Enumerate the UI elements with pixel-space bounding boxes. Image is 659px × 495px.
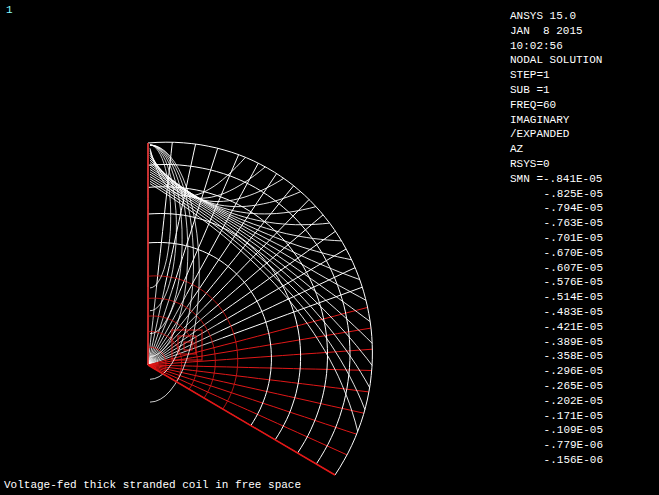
plot-info: NODAL SOLUTION (510, 54, 602, 67)
contour-value: -.794E-05 (510, 202, 603, 215)
contour-value: -.202E-05 (510, 395, 603, 408)
boundary-line (148, 365, 335, 475)
plot-info: SUB =1 (510, 84, 550, 97)
mesh-line (148, 365, 335, 475)
mesh-line (148, 142, 372, 475)
mesh-line (148, 318, 214, 365)
plot-info: /EXPANDED (510, 128, 569, 141)
contour-value: -.670E-05 (510, 247, 603, 260)
mesh-line (148, 332, 182, 382)
flux-contour (150, 172, 370, 322)
contour-value: -.576E-05 (510, 276, 603, 289)
plot-info: JAN 8 2015 (510, 25, 583, 38)
mesh-line (148, 298, 215, 398)
mesh-line (148, 243, 271, 426)
flux-contour (150, 145, 176, 311)
plot-info: FREQ=60 (510, 99, 556, 112)
contour-value: -.763E-05 (510, 217, 603, 230)
contour-value: -.389E-05 (510, 336, 603, 349)
mesh-line (223, 287, 362, 338)
flux-contour (150, 151, 265, 199)
contour-value: -.171E-05 (510, 410, 603, 423)
plot-caption: Voltage-fed thick stranded coil in free … (4, 479, 301, 492)
mesh-line (148, 276, 238, 409)
contour-value: -.421E-05 (510, 321, 603, 334)
contour-value: -.779E-06 (510, 439, 603, 452)
contour-value: -.514E-05 (510, 291, 603, 304)
flux-contour (150, 145, 182, 334)
contour-value: -.701E-05 (510, 232, 603, 245)
contour-value: -.156E-06 (510, 454, 603, 467)
mesh-line (148, 165, 350, 465)
flux-contour (150, 145, 199, 402)
contour-value: -.825E-05 (510, 188, 603, 201)
contour-value: -.265E-05 (510, 380, 603, 393)
contour-value: -.109E-05 (510, 424, 603, 437)
plot-info: RSYS=0 (510, 158, 550, 171)
contour-value: -.296E-05 (510, 365, 603, 378)
flux-contour (150, 179, 370, 388)
mesh-line (148, 187, 328, 453)
plot-info: STEP=1 (510, 69, 550, 82)
contour-value: -.358E-05 (510, 350, 603, 363)
flux-contour (150, 181, 365, 409)
plot-info: ANSYS 15.0 (510, 10, 576, 23)
contour-value: -.483E-05 (510, 306, 603, 319)
mesh-line (148, 214, 301, 440)
mesh-line (148, 331, 221, 365)
plot-info: 10:02:56 (510, 40, 563, 53)
flux-contour (150, 145, 194, 379)
window-number: 1 (6, 4, 13, 17)
plot-info: SMN =-.841E-05 (510, 173, 602, 186)
plot-info: IMAGINARY (510, 114, 569, 127)
symmetry-axis (147, 143, 149, 365)
plot-info: AZ (510, 143, 523, 156)
contour-value: -.607E-05 (510, 262, 603, 275)
